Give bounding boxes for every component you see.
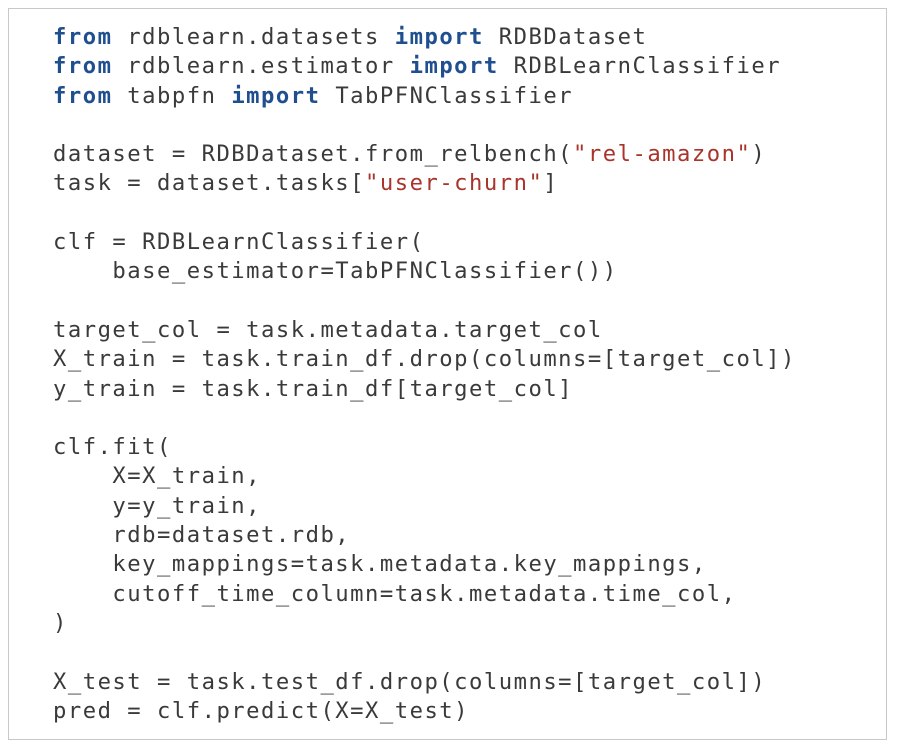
- code-text: RDBLearnClassifier: [498, 53, 782, 80]
- code-text: ]: [543, 170, 559, 197]
- code-blank-line: ​: [53, 404, 796, 433]
- code-text: rdblearn.estimator: [112, 53, 410, 80]
- code-text: clf = RDBLearnClassifier(: [53, 229, 425, 256]
- code-text: clf.fit(: [53, 434, 172, 461]
- code-line: y_train = task.train_df[target_col]: [53, 375, 796, 404]
- code-keyword: from: [53, 24, 113, 50]
- code-line: X_test = task.test_df.drop(columns=[targ…: [53, 668, 796, 697]
- code-line: X_train = task.train_df.drop(columns=[ta…: [53, 345, 796, 374]
- code-text: rdblearn.datasets: [112, 24, 395, 50]
- code-keyword: from: [53, 53, 113, 80]
- code-keyword: import: [231, 82, 321, 109]
- code-line: ): [53, 609, 796, 638]
- code-line: base_estimator=TabPFNClassifier()): [53, 257, 796, 286]
- code-string: "rel-amazon": [573, 141, 752, 168]
- code-text: X_train = task.train_df.drop(columns=[ta…: [53, 346, 796, 373]
- code-blank-line: ​: [53, 638, 796, 667]
- code-snippet-frame: from rdblearn.datasets import RDBDataset…: [8, 8, 887, 740]
- code-text: X=X_train,: [53, 463, 262, 490]
- code-blank-line: ​: [53, 287, 796, 316]
- code-line: X=X_train,: [53, 462, 796, 491]
- code-text: TabPFNClassifier: [320, 82, 574, 109]
- code-keyword: import: [409, 53, 499, 80]
- code-text: target_col = task.metadata.target_col: [53, 316, 603, 343]
- code-blank-line: ​: [53, 199, 796, 228]
- code-line: y=y_train,: [53, 492, 796, 521]
- code-line: target_col = task.metadata.target_col: [53, 316, 796, 345]
- code-text: dataset = RDBDataset.from_relbench(: [53, 141, 574, 168]
- code-text: tabpfn: [112, 82, 232, 109]
- code-keyword: from: [53, 82, 113, 109]
- code-line: rdb=dataset.rdb,: [53, 521, 796, 550]
- code-line: pred = clf.predict(X=X_test): [53, 697, 796, 726]
- code-blank-line: ​: [53, 111, 796, 140]
- code-line: task = dataset.tasks["user-churn"]: [53, 169, 796, 198]
- code-line: from rdblearn.datasets import RDBDataset: [53, 23, 796, 52]
- code-text: cutoff_time_column=task.metadata.time_co…: [53, 580, 737, 607]
- code-line: clf = RDBLearnClassifier(: [53, 228, 796, 257]
- code-line: clf.fit(: [53, 433, 796, 462]
- code-line: from rdblearn.estimator import RDBLearnC…: [53, 52, 796, 81]
- code-text: key_mappings=task.metadata.key_mappings,: [53, 551, 707, 578]
- code-text: rdb=dataset.rdb,: [53, 522, 351, 549]
- code-string: "user-churn": [365, 170, 544, 197]
- code-text: ): [751, 141, 767, 168]
- code-text: pred = clf.predict(X=X_test): [53, 697, 470, 724]
- code-keyword: import: [394, 24, 484, 50]
- code-line: dataset = RDBDataset.from_relbench("rel-…: [53, 140, 796, 169]
- code-line: key_mappings=task.metadata.key_mappings,: [53, 550, 796, 579]
- code-line: cutoff_time_column=task.metadata.time_co…: [53, 580, 796, 609]
- code-text: y_train = task.train_df[target_col]: [53, 375, 574, 402]
- code-text: base_estimator=TabPFNClassifier()): [53, 258, 618, 285]
- code-text: X_test = task.test_df.drop(columns=[targ…: [53, 668, 767, 695]
- code-text: y=y_train,: [53, 492, 262, 519]
- code-block: from rdblearn.datasets import RDBDataset…: [53, 23, 796, 726]
- code-text: RDBDataset: [483, 24, 648, 50]
- code-text: task = dataset.tasks[: [53, 170, 366, 197]
- code-text: ): [53, 609, 68, 636]
- code-line: from tabpfn import TabPFNClassifier: [53, 82, 796, 111]
